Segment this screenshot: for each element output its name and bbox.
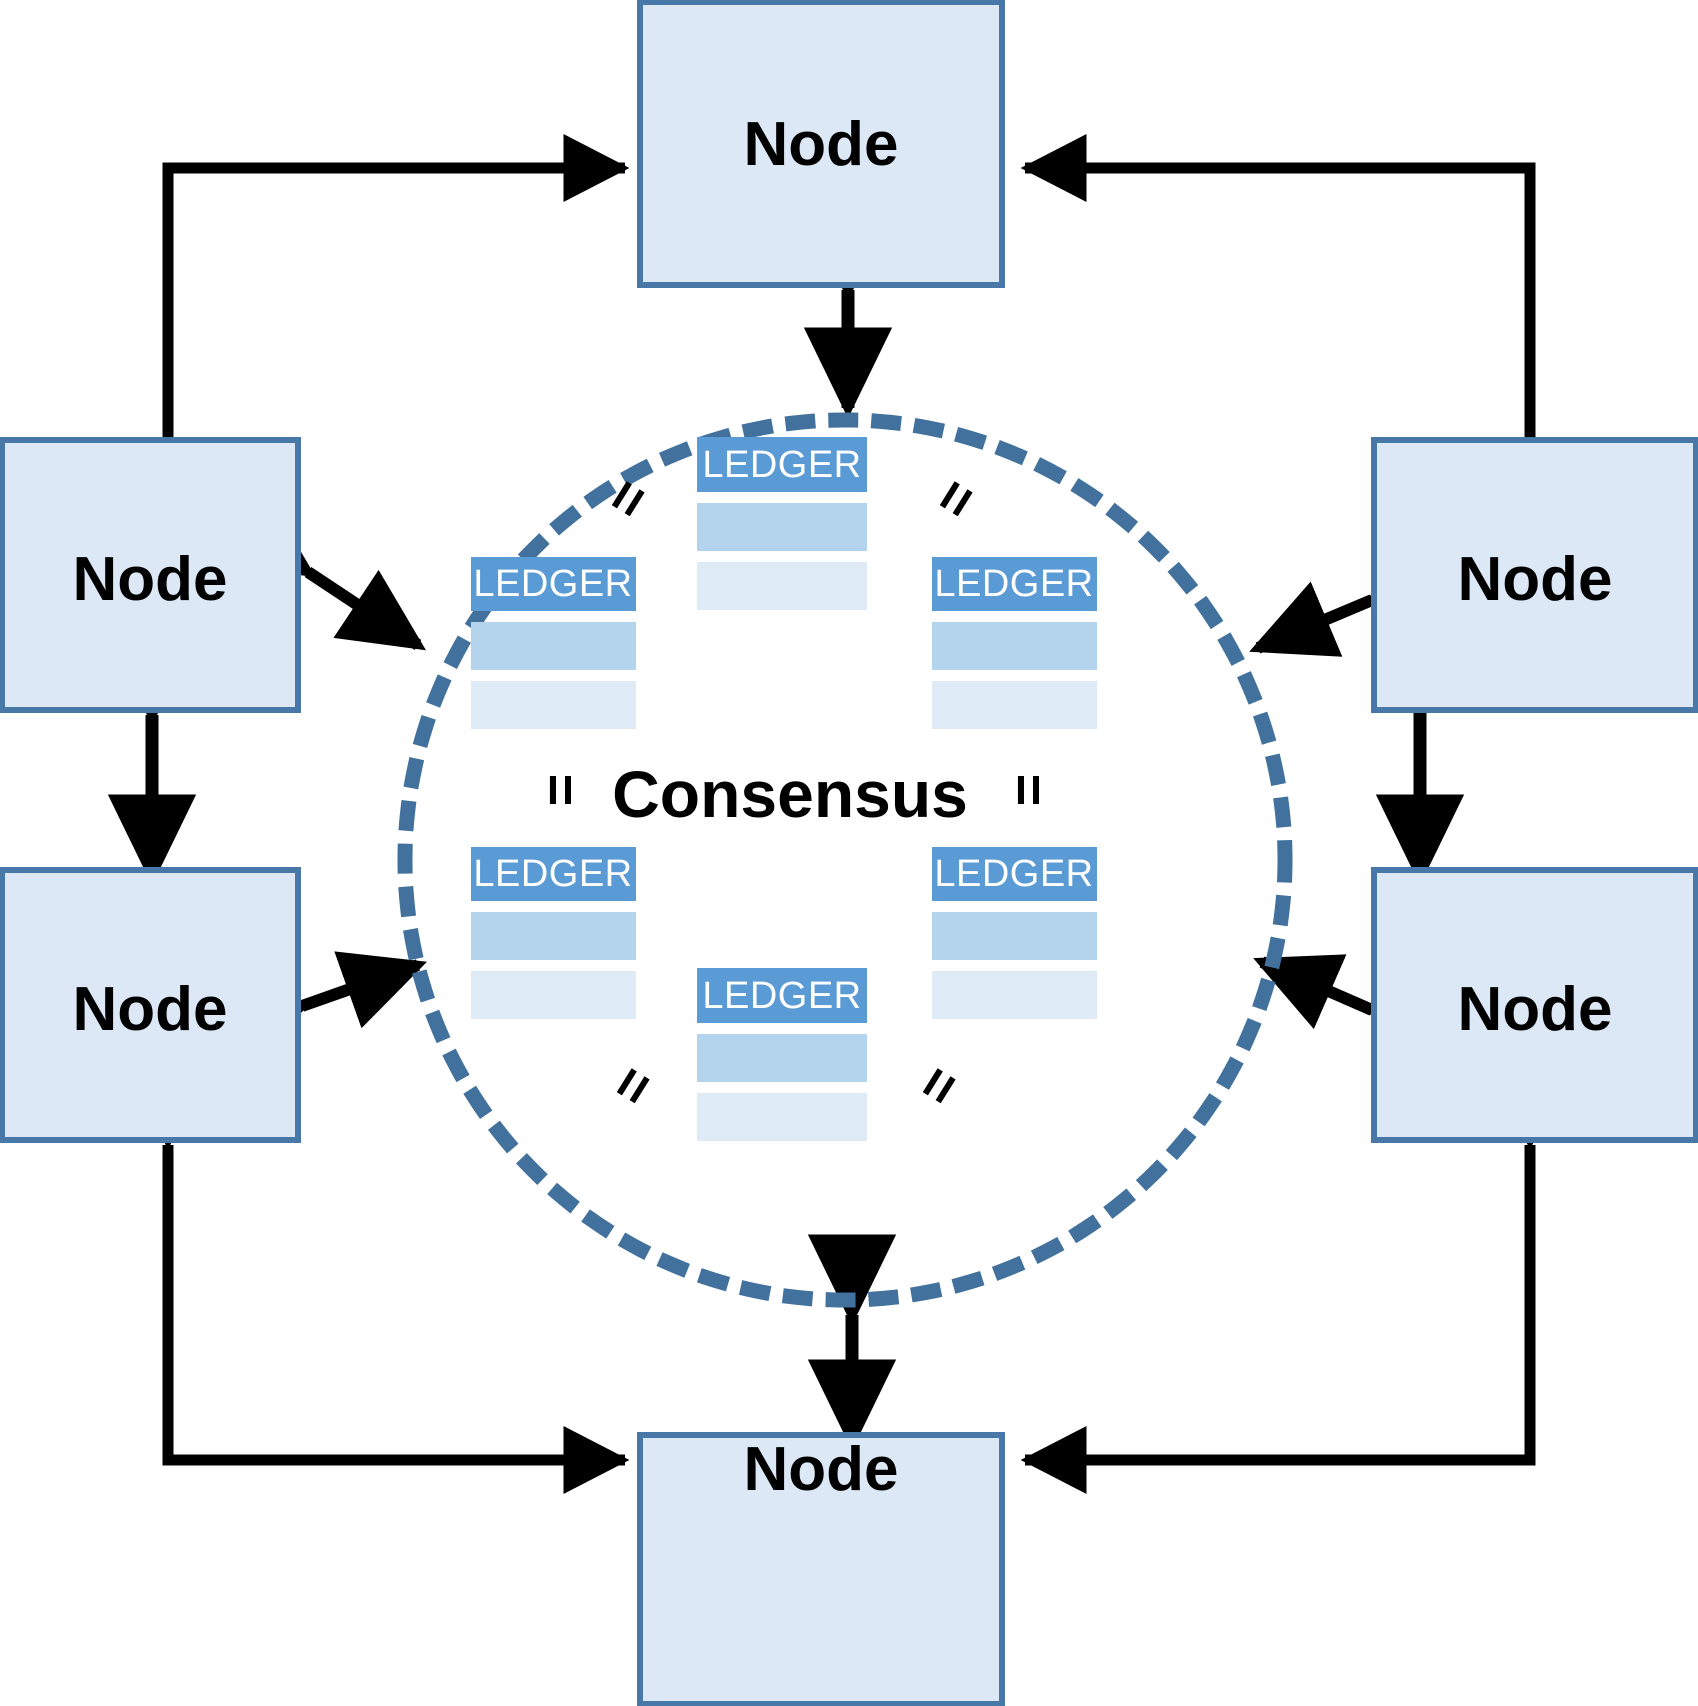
node-top[interactable]: Node (637, 0, 1005, 288)
equals-top-left: = (592, 468, 663, 529)
ledger-lower-left-label: LEDGER (473, 853, 632, 895)
connector-rightupper-to-top (1020, 133, 1565, 502)
ledger-bottom-row-1 (697, 1034, 867, 1082)
ledger-bottom-header (697, 968, 867, 1023)
equals-mid-right: = (996, 774, 1059, 807)
ledger-lower-right-header (932, 847, 1097, 901)
ledger-top-header (697, 437, 867, 492)
connector-rightlower-to-bottom (1020, 1083, 1565, 1495)
ledger-lower-left-header (471, 847, 636, 901)
ledger-lower-left[interactable]: LEDGER (471, 847, 636, 1019)
ledger-upper-left-header (471, 557, 636, 611)
connector-leftlower-to-consensus (218, 951, 428, 1070)
equals-mid-right-symbol: = (996, 774, 1059, 807)
ledger-upper-right-row-2 (932, 681, 1097, 729)
connector-rightlower-to-consensus (1253, 954, 1457, 1078)
node-right-lower-label: Node (1458, 975, 1613, 1044)
ledger-lower-left-row-1 (471, 912, 636, 960)
equals-top-right: = (920, 468, 991, 529)
equals-mid-left: = (528, 774, 591, 807)
ledger-upper-left-row-1 (471, 622, 636, 670)
ledger-bottom[interactable]: LEDGER (697, 968, 867, 1141)
node-left-upper[interactable]: Node (0, 437, 301, 713)
consensus-title: Consensus (612, 757, 968, 831)
ledger-lower-right-label: LEDGER (934, 853, 1093, 895)
ledger-bottom-row-2 (697, 1093, 867, 1141)
node-right-upper-label: Node (1458, 545, 1613, 614)
equals-mid-left-symbol: = (528, 774, 591, 807)
node-bottom-label: Node (744, 1435, 899, 1504)
equals-bottom-right-symbol: = (903, 1055, 974, 1116)
connector-rightupper-to-consensus (1249, 533, 1457, 657)
ledger-upper-right[interactable]: LEDGER (932, 557, 1097, 729)
ledger-upper-right-row-1 (932, 622, 1097, 670)
node-left-lower-label: Node (73, 975, 228, 1044)
node-right-upper[interactable]: Node (1371, 437, 1698, 713)
ledger-upper-left-row-2 (471, 681, 636, 729)
node-bottom[interactable]: Node (637, 1432, 1005, 1706)
consensus-dotted-circle (397, 412, 1293, 1308)
ledger-top-row-2 (697, 562, 867, 610)
equals-bottom-right: = (903, 1055, 974, 1116)
connector-leftlower-to-bottom (133, 1083, 630, 1495)
ledger-lower-right-row-1 (932, 912, 1097, 960)
equals-bottom-left-symbol: = (597, 1055, 668, 1116)
ledger-upper-left-label: LEDGER (473, 563, 632, 605)
ledger-top-row-1 (697, 503, 867, 551)
ledger-lower-right-row-2 (932, 971, 1097, 1019)
ledger-upper-right-label: LEDGER (934, 563, 1093, 605)
connector-leftupper-to-top (133, 133, 630, 502)
node-left-lower[interactable]: Node (0, 867, 301, 1143)
ledger-lower-left-row-2 (471, 971, 636, 1019)
ledger-top[interactable]: LEDGER (697, 437, 867, 610)
node-top-label: Node (744, 110, 899, 179)
equals-bottom-left: = (597, 1055, 668, 1116)
ledger-lower-right[interactable]: LEDGER (932, 847, 1097, 1019)
ledger-top-label: LEDGER (702, 444, 861, 486)
equals-top-left-symbol: = (592, 468, 663, 529)
equals-top-right-symbol: = (920, 468, 991, 529)
ledger-upper-left[interactable]: LEDGER (471, 557, 636, 729)
node-right-lower[interactable]: Node (1371, 867, 1698, 1143)
ledger-bottom-label: LEDGER (702, 975, 861, 1017)
ledger-upper-right-header (932, 557, 1097, 611)
node-left-upper-label: Node (73, 545, 228, 614)
connector-leftupper-to-consensus (223, 496, 426, 651)
